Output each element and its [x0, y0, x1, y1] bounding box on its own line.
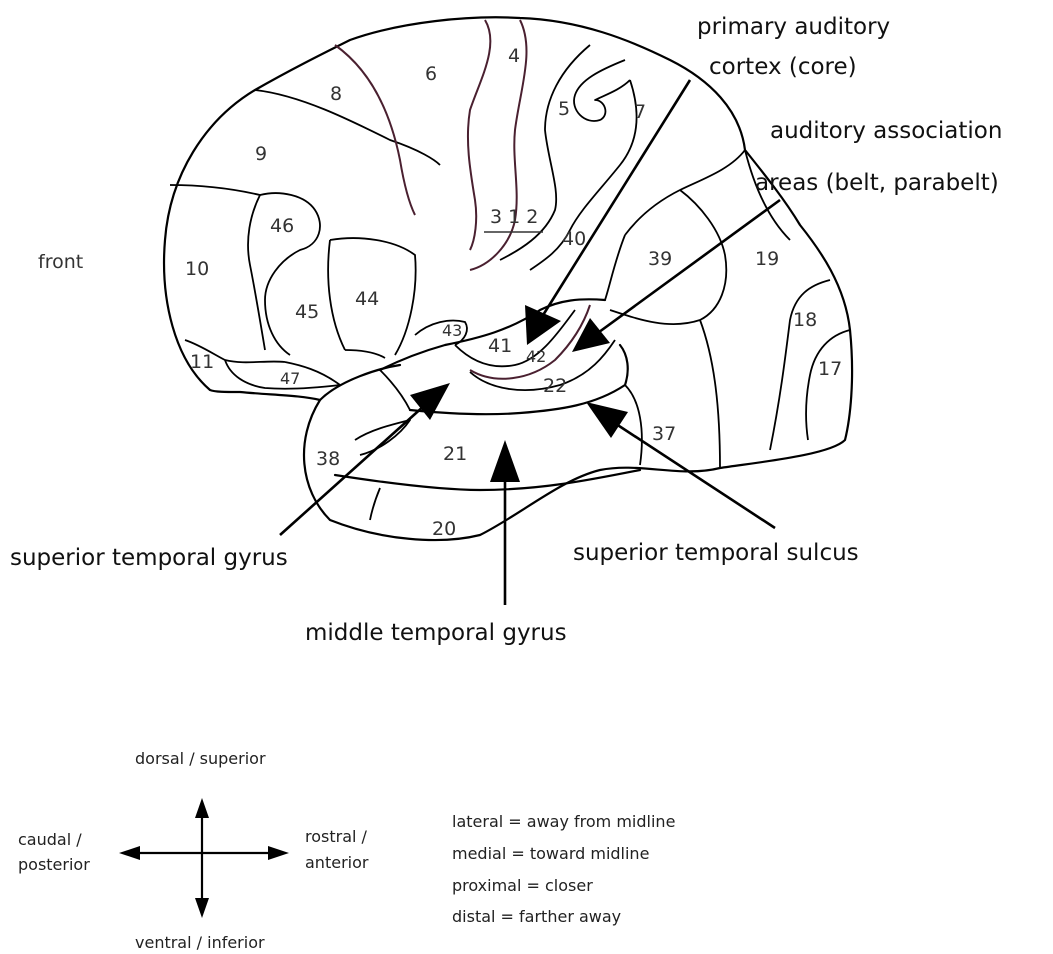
middle-temporal-gyrus-label: middle temporal gyrus	[305, 620, 567, 646]
definition-proximal: proximal = closer	[452, 876, 593, 895]
definitions-list: lateral = away from midline medial = tow…	[452, 812, 675, 926]
area-42-label: 42	[526, 347, 546, 366]
area-6-label: 6	[425, 63, 437, 85]
area-40-label: 40	[562, 228, 586, 250]
definition-distal: distal = farther away	[452, 907, 621, 926]
superior-temporal-sulcus-label: superior temporal sulcus	[573, 540, 859, 566]
middle-temporal-gyrus-arrowhead	[490, 440, 520, 482]
dorsal-label: dorsal / superior	[135, 749, 266, 768]
caudal-label-line2: posterior	[18, 855, 90, 874]
rostral-label-line1: rostral /	[305, 827, 368, 846]
area-37-label: 37	[652, 423, 676, 445]
area-11-label: 11	[190, 351, 214, 373]
auditory-association-arrowhead	[572, 318, 610, 352]
area-312-label: 3 1 2	[490, 206, 538, 228]
right-arrowhead	[268, 846, 289, 860]
up-arrowhead	[195, 798, 209, 818]
area-4-label: 4	[508, 45, 520, 67]
primary-auditory-label-line2: cortex (core)	[709, 54, 857, 80]
primary-auditory-arrowhead	[525, 305, 561, 345]
area-21-label: 21	[443, 443, 467, 465]
area-20-label: 20	[432, 518, 456, 540]
superior-temporal-sulcus-pointer-line	[610, 420, 775, 528]
area-18-label: 18	[793, 309, 817, 331]
left-arrowhead	[119, 846, 140, 860]
area-41-label: 41	[488, 335, 512, 357]
orientation-legend: dorsal / superior ventral / inferior cau…	[18, 749, 369, 952]
area-22-label: 22	[543, 375, 567, 397]
down-arrowhead	[195, 898, 209, 918]
area-19-label: 19	[755, 248, 779, 270]
superior-temporal-gyrus-label: superior temporal gyrus	[10, 545, 288, 571]
auditory-association-label-line1: auditory association	[770, 118, 1002, 144]
area-39-label: 39	[648, 248, 672, 270]
area-7-label: 7	[634, 101, 646, 123]
area-45-label: 45	[295, 301, 319, 323]
callout-arrows	[280, 80, 780, 605]
area-43-label: 43	[442, 321, 462, 340]
auditory-association-pointer-line	[595, 200, 780, 335]
superior-temporal-sulcus-arrowhead	[586, 402, 628, 438]
caudal-label-line1: caudal /	[18, 830, 82, 849]
area-8-label: 8	[330, 83, 342, 105]
definition-medial: medial = toward midline	[452, 844, 649, 863]
area-46-label: 46	[270, 215, 294, 237]
area-10-label: 10	[185, 258, 209, 280]
superior-temporal-gyrus-pointer-line	[280, 405, 425, 535]
area-47-label: 47	[280, 369, 300, 388]
ventral-label: ventral / inferior	[135, 933, 265, 952]
area-9-label: 9	[255, 143, 267, 165]
definition-lateral: lateral = away from midline	[452, 812, 675, 831]
primary-auditory-label-line1: primary auditory	[697, 14, 890, 40]
rostral-label-line2: anterior	[305, 853, 369, 872]
area-38-label: 38	[316, 448, 340, 470]
area-44-label: 44	[355, 288, 379, 310]
area-17-label: 17	[818, 358, 842, 380]
area-5-label: 5	[558, 98, 570, 120]
area-boundaries	[170, 20, 850, 520]
front-label: front	[38, 251, 83, 273]
auditory-association-label-line2: areas (belt, parabelt)	[755, 170, 999, 196]
